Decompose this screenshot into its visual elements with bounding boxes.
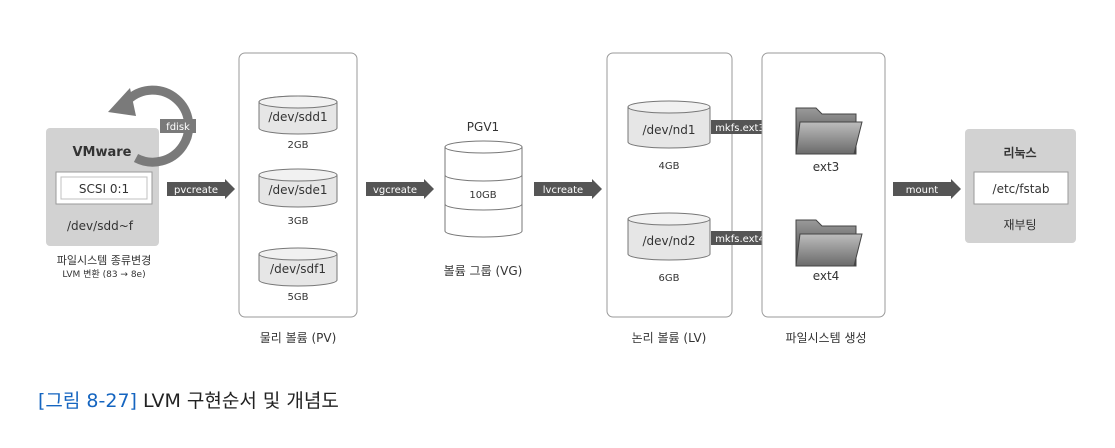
figure-number: [그림 8-27] [38,390,137,412]
fdisk-tag: fdisk [166,122,190,133]
mkfs-ext3-label: mkfs.ext3 [715,123,765,134]
lv-disk-2: /dev/nd2 6GB [627,212,711,284]
folder-icon [795,107,863,155]
vgcreate-arrow: vgcreate [366,179,434,199]
pv-disk-size: 3GB [288,216,309,227]
lv-disk-size: 4GB [659,161,680,172]
pv-disk-name: /dev/sdd1 [268,110,327,124]
vg-name: PGV1 [467,120,499,134]
lv-panel: /dev/nd1 4GB /dev/nd2 6GB [606,52,733,318]
pv-disk-3: /dev/sdf1 5GB [258,247,338,303]
pv-disk-size: 2GB [288,140,309,151]
linux-title: 리눅스 [1003,145,1036,160]
lvcreate-arrow: lvcreate [534,179,602,199]
vg-cylinder: PGV1 10GB [444,120,523,238]
fs-label: 파일시스템 생성 [785,331,866,345]
vgcreate-label: vgcreate [373,185,417,196]
pv-disk-2: /dev/sde1 3GB [258,168,338,227]
lvcreate-label: lvcreate [543,185,583,196]
linux-note: 재부팅 [1003,218,1036,232]
pv-panel: /dev/sdd1 2GB /dev/sde1 3GB /dev/sdf1 5G… [238,52,358,318]
fs-ext4-label: ext4 [813,269,840,283]
vmware-device: /dev/sdd~f [67,219,134,233]
pv-disk-name: /dev/sde1 [268,183,327,197]
lv-label: 논리 볼륨 (LV) [632,331,707,345]
fs-ext3-label: ext3 [813,160,840,174]
lv-disk-1: /dev/nd1 4GB [627,100,711,172]
pvcreate-arrow: pvcreate [167,179,235,199]
mount-arrow: mount [893,179,961,199]
pv-disk-1: /dev/sdd1 2GB [258,95,338,151]
figure-title: LVM 구현순서 및 개념도 [136,390,339,412]
pvcreate-label: pvcreate [174,185,218,196]
fstab-label: /etc/fstab [993,182,1050,196]
vmware-title: VMware [72,145,131,160]
vmware-note-sub: LVM 변환 (83 → 8e) [62,268,145,280]
pv-disk-size: 5GB [288,292,309,303]
fdisk-cycle-icon: fdisk [108,85,196,167]
vmware-box: VMware SCSI 0:1 /dev/sdd~f [46,128,159,246]
vg-size: 10GB [469,190,496,201]
fs-panel: ext3 ext4 [761,52,886,318]
mkfs-ext4-label: mkfs.ext4 [715,234,765,245]
pv-disk-name: /dev/sdf1 [270,262,326,276]
pv-label: 물리 볼륨 (PV) [260,331,337,345]
scsi-label: SCSI 0:1 [79,182,129,196]
mount-label: mount [906,185,939,196]
lv-disk-name: /dev/nd2 [642,234,695,248]
fstab-field [973,171,1069,205]
vmware-note-main: 파일시스템 종류변경 [57,253,152,267]
lv-disk-size: 6GB [659,273,680,284]
folder-icon [795,219,863,267]
linux-box: 리눅스 /etc/fstab 재부팅 [965,129,1076,243]
vg-label: 볼륨 그룹 (VG) [444,264,523,278]
lv-disk-name: /dev/nd1 [642,123,695,137]
figure-caption: [그림 8-27] LVM 구현순서 및 개념도 [38,386,339,413]
